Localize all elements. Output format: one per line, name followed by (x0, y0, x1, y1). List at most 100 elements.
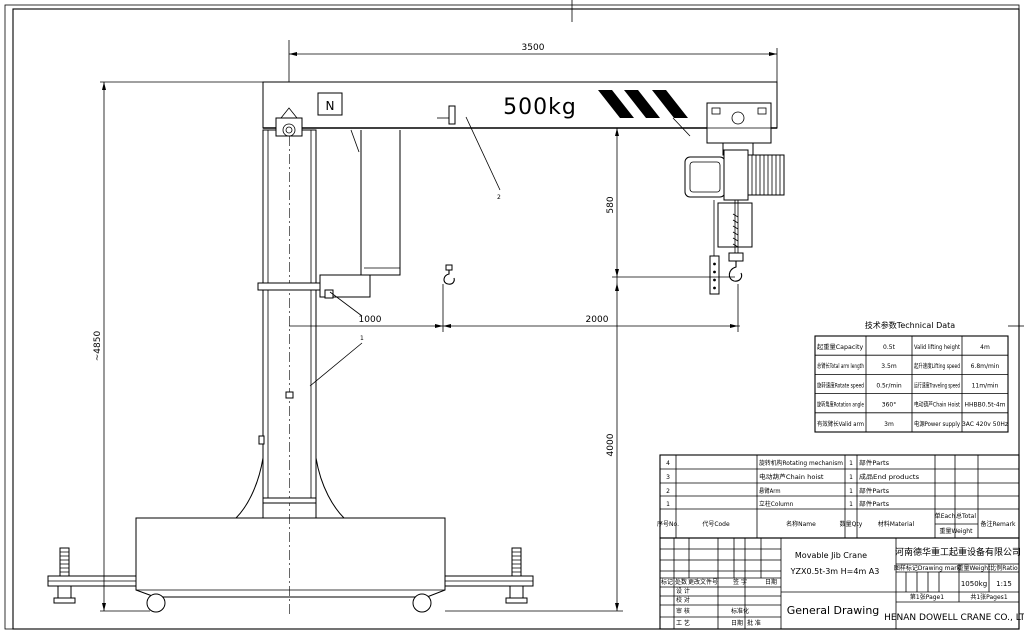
svg-text:审 核: 审 核 (676, 607, 690, 615)
svg-text:4000: 4000 (606, 433, 616, 456)
svg-text:1: 1 (360, 335, 364, 342)
crane-boom: N 500kg (262, 81, 778, 276)
parts-list-header-cell: 名称Name (786, 520, 816, 528)
parts-list-cell: 1 (666, 501, 670, 508)
logo-letter: N (326, 99, 335, 113)
product-model: YZX0.5t-3m H=4m A3 (790, 567, 880, 576)
parts-list-header-cell: 代号Code (702, 520, 730, 528)
company-name-en: HENAN DOWELL CRANE CO., LTD (884, 613, 1024, 623)
callout-leaders: 2 1 (309, 116, 691, 387)
weight-value: 1050kg (961, 580, 987, 588)
parts-list-cell: 1 (849, 460, 853, 467)
caster-wheel-right (412, 593, 432, 613)
dimension-reach: 1000 2000 (289, 284, 740, 332)
parts-list-cell: 3 (666, 474, 670, 481)
crane-column (257, 118, 371, 615)
leveling-jack-left (53, 547, 76, 604)
svg-text:比例Ratio: 比例Ratio (990, 564, 1018, 572)
title-block: 标记 处数 更改文件号 签 字 日期 设 计 校 对 审 核 工 艺 标准化 日… (659, 537, 1024, 630)
svg-text:1000: 1000 (359, 315, 382, 325)
crane-base (47, 457, 534, 613)
leveling-jack-right (505, 547, 528, 604)
parts-list-header-cell: 序号No. (657, 520, 679, 528)
svg-text:处数: 处数 (675, 578, 687, 586)
tech-table-cell: 0.5r/min (876, 382, 902, 389)
tech-table-cell: 起升速度Lifting speed (914, 362, 960, 370)
parts-list-cell: 部件Parts (859, 500, 889, 508)
parts-list-cell: 电动葫芦Chain hoist (759, 473, 824, 481)
tech-table-cell: 11m/min (972, 382, 999, 389)
tech-table-cell: 电动葫芦Chain Hoist (914, 401, 961, 409)
svg-text:日期: 日期 (731, 619, 743, 627)
tech-table-cell: 电源Power supply (914, 420, 960, 428)
tech-table-cell: 运行速度Traveling speed (914, 381, 960, 389)
parts-list-header-cell: 备注Remark (980, 520, 1016, 528)
tech-table-cell: Valid lifting height (914, 344, 961, 351)
chain-hoist (684, 102, 785, 295)
capacity-label: 500kg (503, 95, 577, 120)
parts-list-cell: 4 (666, 460, 670, 467)
ratio-value: 1:15 (996, 580, 1012, 588)
company-name-cn: 河南德华重工起重设备有限公司 (895, 546, 1021, 558)
parts-list-header-cell: 总Total (956, 512, 976, 520)
tech-table-cell: 0.5t (883, 344, 896, 351)
caster-wheel-left (146, 593, 166, 613)
parts-list-cell: 1 (849, 501, 853, 508)
tech-table-cell: 旋转角度Rotation angle (817, 401, 864, 409)
tech-table-cell: 总臂长Total arm length (817, 362, 864, 370)
parts-list-header-cell: 数量Qty (840, 520, 863, 528)
dimension-boom-length: 3500 (288, 40, 778, 82)
dimension-hook-height: 580 (606, 128, 735, 278)
svg-text:校 对: 校 对 (676, 596, 690, 604)
logo-box (317, 92, 343, 116)
svg-text:580: 580 (606, 196, 616, 213)
svg-text:重量Weight: 重量Weight (958, 564, 992, 572)
dimension-column-height: 4000 (445, 277, 623, 612)
svg-text:日期: 日期 (765, 578, 777, 586)
svg-text:更改文件号: 更改文件号 (688, 578, 718, 586)
tech-table-cell: 起重量Capacity (817, 343, 864, 351)
svg-text:图样标记Drawing mark: 图样标记Drawing mark (894, 564, 961, 572)
tech-table-cell: 旋转速度Rotate speed (817, 381, 864, 389)
svg-text:标记: 标记 (661, 578, 673, 586)
svg-text:签 字: 签 字 (733, 578, 747, 586)
parts-list-cell: 立柱Column (759, 500, 794, 508)
svg-text:标准化: 标准化 (731, 607, 749, 615)
svg-text:共1张Pages1: 共1张Pages1 (970, 593, 1007, 601)
parts-list-cell: 部件Parts (859, 459, 889, 467)
tech-table-cell: 有效臂长Valid arm (817, 420, 864, 428)
sheet-border (4, 0, 1024, 630)
hook-min-position (443, 264, 455, 285)
tech-table-cell: 3.5m (881, 363, 897, 370)
parts-list-header-cell: 材料Material (878, 520, 915, 528)
parts-list-cell: 2 (666, 488, 670, 495)
tech-table-cell: 3AC 420v 50Hz (962, 421, 1008, 428)
svg-text:第1张Page1: 第1张Page1 (910, 593, 944, 601)
svg-text:批 准: 批 准 (747, 619, 761, 627)
tech-table-cell: HHBB0.5t-4m (965, 402, 1006, 409)
parts-list-cell: 旋转机构Rotating mechanism (759, 459, 843, 467)
parts-list-cell: 1 (849, 488, 853, 495)
product-name: Movable Jib Crane (795, 551, 867, 560)
svg-text:设 计: 设 计 (676, 587, 690, 595)
parts-list-table: 4 旋转机构Rotating mechanism 1 部件Parts 3 电动葫芦Chai… (657, 454, 1020, 539)
tech-table-cell: 4m (980, 344, 990, 351)
drawing-type: General Drawing (787, 604, 880, 617)
parts-list-header-cell: 单Each (935, 512, 956, 520)
parts-list-cell: 成品End products (859, 473, 919, 481)
tech-table-cell: 3m (884, 421, 894, 428)
svg-text:3500: 3500 (522, 43, 545, 53)
parts-list-cell: 1 (849, 474, 853, 481)
parts-list-weight-label: 重量Weight (940, 527, 974, 535)
parts-list-cell: 悬臂Arm (759, 487, 781, 495)
warning-stripes (598, 90, 688, 118)
parts-list-cell: 部件Parts (859, 487, 889, 495)
svg-text:工 艺: 工 艺 (676, 619, 690, 627)
svg-text:2: 2 (497, 194, 501, 201)
tech-table-cell: 6.8m/min (971, 363, 1000, 370)
svg-text:2000: 2000 (586, 315, 609, 325)
dimension-total-height: ~4850 (93, 81, 263, 612)
tech-table-cell: 360° (882, 402, 896, 409)
